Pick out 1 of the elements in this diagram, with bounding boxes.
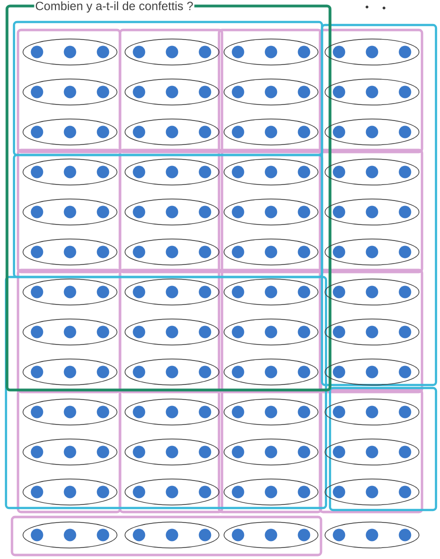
title: Combien y a-t-il de confettis ? — [34, 0, 194, 14]
